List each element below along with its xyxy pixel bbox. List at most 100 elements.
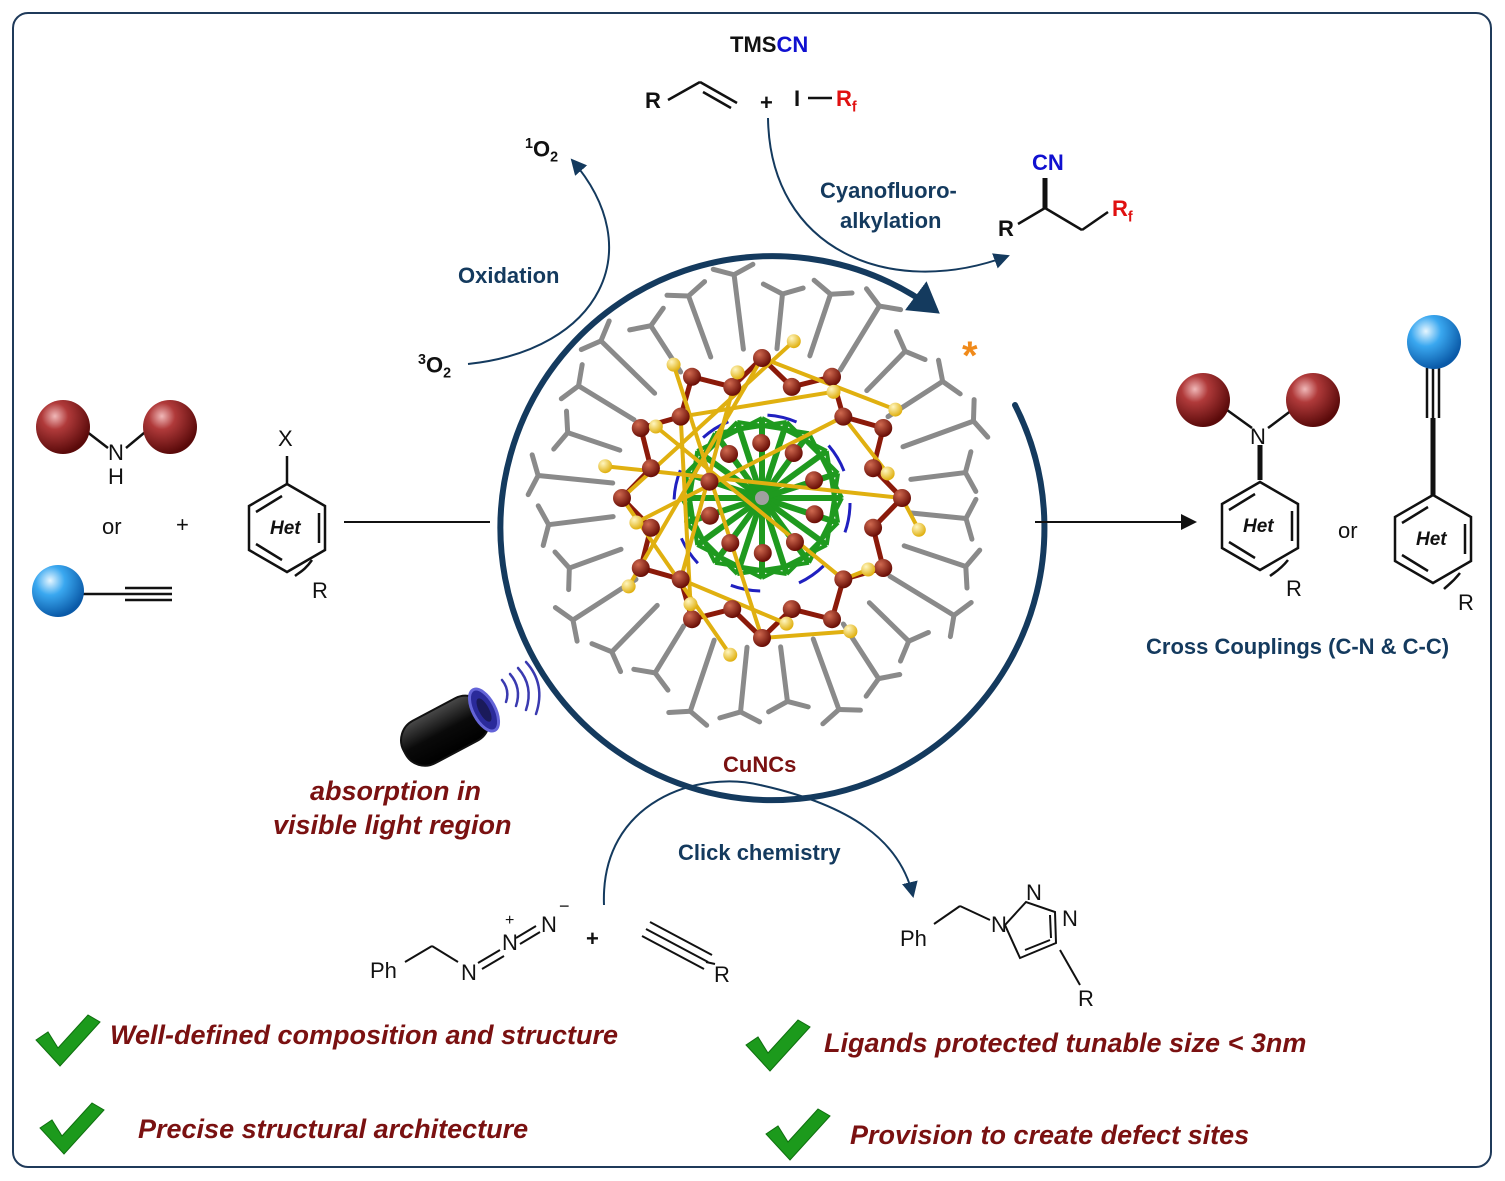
excited-state-star: * xyxy=(962,334,978,378)
copper-atom xyxy=(864,459,883,478)
copper-atom xyxy=(823,367,841,386)
check-icon xyxy=(39,1102,105,1155)
ligand-bond xyxy=(784,698,811,710)
outer-frame xyxy=(12,12,1492,1168)
ligand-bond xyxy=(598,318,612,344)
copper-atom xyxy=(823,610,841,629)
sulfur-atom xyxy=(786,334,801,349)
ligand-bond xyxy=(970,418,991,440)
ligand-bond xyxy=(940,378,963,397)
ligand-bond xyxy=(652,670,671,693)
click-chemistry-label: Click chemistry xyxy=(678,840,841,865)
ligand-bond xyxy=(936,357,946,384)
feature-architecture: Precise structural architecture xyxy=(138,1114,529,1144)
amine-substituent-sphere-right xyxy=(143,400,197,454)
ligand-bond xyxy=(863,676,882,699)
ligand-bond xyxy=(876,672,903,682)
copper-atom xyxy=(753,349,771,367)
azide-minus-charge: − xyxy=(559,896,570,916)
framework-bond xyxy=(761,629,851,640)
click-arrow xyxy=(602,780,918,906)
ligand-bond xyxy=(774,291,785,352)
alkyne-r: R xyxy=(714,962,730,987)
ligand-bond xyxy=(963,547,983,570)
ligand-bond xyxy=(900,418,976,450)
ligand-bond xyxy=(631,666,658,676)
ligand-bond xyxy=(807,291,834,359)
ligand-bond xyxy=(535,473,616,486)
sulfur-atom xyxy=(723,647,738,662)
framework-bond xyxy=(635,414,845,525)
ligand-bond xyxy=(717,709,744,721)
central-atom xyxy=(755,491,769,505)
ligand-bond xyxy=(828,290,855,297)
framework-bond xyxy=(654,424,845,581)
copper-atom xyxy=(753,543,772,562)
sulfur-atom xyxy=(621,579,636,594)
het-right-1: Het xyxy=(1243,516,1274,537)
core-bond xyxy=(759,497,790,576)
sulfur-atom xyxy=(861,562,876,577)
ligand-bond xyxy=(901,543,969,570)
ligand-bond xyxy=(731,261,756,278)
copper-atom xyxy=(834,570,853,589)
feature-defect-sites: Provision to create defect sites xyxy=(850,1120,1250,1150)
amine-h: H xyxy=(108,464,124,489)
ligand-bond xyxy=(664,292,692,299)
copper-atom xyxy=(805,505,824,524)
ligand-bond xyxy=(565,430,623,453)
ligand-bond xyxy=(820,706,842,727)
triplet-oxygen: 3O2 xyxy=(418,352,452,382)
right-products xyxy=(1176,315,1473,590)
cyanofluoroalkylation-scheme xyxy=(667,80,1109,232)
feature-composition: Well-defined composition and structure xyxy=(110,1020,619,1050)
sulfur-atom xyxy=(666,357,681,372)
ligand-bond xyxy=(540,522,552,549)
inner-shell xyxy=(672,413,852,593)
oxidation-arrow xyxy=(467,158,610,365)
core-bond xyxy=(760,448,829,501)
copper-atom xyxy=(641,518,660,537)
amine-substituent-sphere-left xyxy=(36,400,90,454)
ligand-bond xyxy=(589,641,615,655)
ligand-bond xyxy=(576,383,637,423)
ligand-bond xyxy=(766,698,790,715)
triazole-n3: N xyxy=(1062,906,1078,931)
copper-atom xyxy=(752,434,771,453)
ligand-bond xyxy=(951,599,974,618)
copper-atom xyxy=(834,407,853,426)
oxidation-label: Oxidation xyxy=(458,263,560,288)
copper-atom xyxy=(864,518,883,537)
copper-atom xyxy=(683,610,701,629)
copper-atom xyxy=(893,489,911,507)
copper-atom xyxy=(782,600,801,619)
check-icon xyxy=(745,1019,811,1072)
ligand-bond xyxy=(963,496,979,521)
sulfur-atom xyxy=(683,597,698,612)
tmscn-reagent: TMSCN xyxy=(730,32,809,57)
click-plus: + xyxy=(586,926,599,951)
copper-atom xyxy=(723,377,742,396)
sulfur-atom xyxy=(598,459,613,474)
copper-atom xyxy=(874,419,893,437)
azide-n2: N xyxy=(502,930,518,955)
ligand-bond xyxy=(810,636,842,712)
ligand-bond xyxy=(962,470,979,494)
ligand-bond xyxy=(570,617,580,644)
ligand-bond xyxy=(864,348,908,394)
triazole-n2: N xyxy=(1026,880,1042,905)
iodide-atom: I xyxy=(794,86,801,111)
core-bond xyxy=(760,495,829,548)
core-bond xyxy=(761,495,840,526)
ligand-bond xyxy=(687,637,717,714)
ligand-bond xyxy=(887,573,957,618)
ligand-bond xyxy=(686,293,714,360)
copper-atom xyxy=(671,407,690,426)
or-left: or xyxy=(102,514,122,539)
azide-ph: Ph xyxy=(370,958,397,983)
alkyne-substituent-sphere xyxy=(32,565,84,617)
framework-bond xyxy=(680,389,834,419)
copper-atom xyxy=(631,419,650,437)
r-right-1: R xyxy=(1286,576,1302,601)
